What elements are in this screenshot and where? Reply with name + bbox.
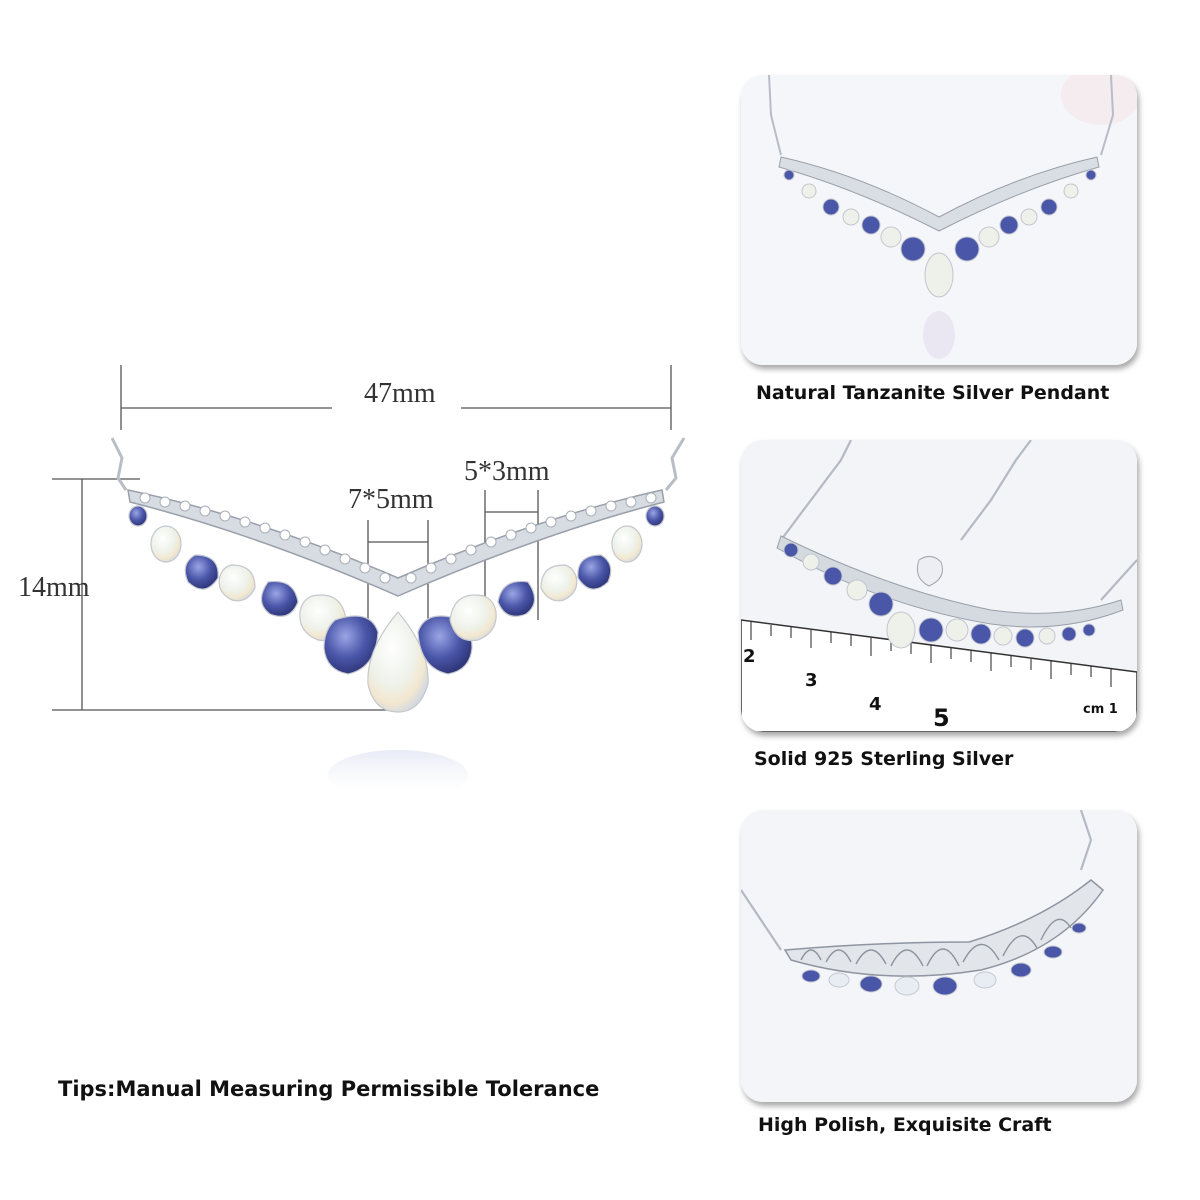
center-stone-label: 7*5mm: [348, 484, 434, 515]
ruler-unit: cm 1: [1083, 702, 1118, 717]
dimension-lines: [52, 365, 672, 711]
dimension-figure: 47mm 14mm 7*5mm 5*3mm: [0, 350, 720, 800]
ruler-scale-photo: [741, 440, 1137, 732]
height-label: 14mm: [18, 572, 90, 603]
ruler-number-4: 4: [869, 694, 882, 715]
gemstones: [128, 505, 665, 713]
ruler-number-5: 5: [933, 704, 950, 732]
silver-bar: [127, 489, 665, 597]
front-view-photo: [741, 75, 1137, 365]
width-label: 47mm: [364, 378, 436, 409]
necklace-diagram: [52, 365, 686, 800]
side-stone-label: 5*3mm: [464, 456, 550, 487]
product-photo-side[interactable]: [741, 810, 1137, 1102]
tips-text: Tips:Manual Measuring Permissible Tolera…: [58, 1077, 600, 1101]
side-view-photo: [741, 810, 1137, 1102]
caption-ruler: Solid 925 Sterling Silver: [754, 748, 1014, 770]
reflection: [328, 750, 468, 800]
caption-front: Natural Tanzanite Silver Pendant: [756, 382, 1110, 404]
product-photo-ruler[interactable]: 2 3 4 5 cm 1: [741, 440, 1137, 732]
pave-stones: [139, 492, 657, 584]
caption-side: High Polish, Exquisite Craft: [758, 1114, 1052, 1136]
chain: [110, 437, 686, 491]
ruler-number-2: 2: [743, 646, 756, 667]
ruler-number-3: 3: [805, 670, 818, 691]
product-photo-front[interactable]: [741, 75, 1137, 365]
